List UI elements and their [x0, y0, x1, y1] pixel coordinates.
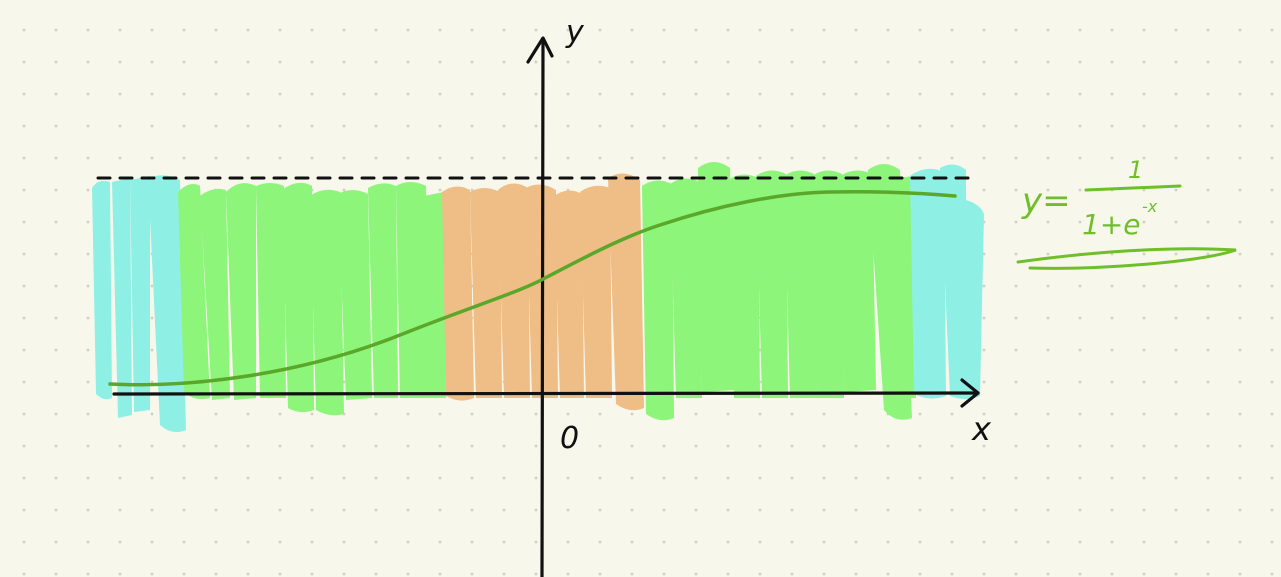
left-linear-region — [178, 182, 446, 416]
formula-numerator: 1 — [1128, 156, 1143, 184]
x-axis — [112, 378, 980, 408]
sigmoid-curve — [108, 189, 957, 387]
sigmoid-formula: y= 1 1+e -x — [1016, 156, 1237, 270]
y-axis-label: y — [565, 15, 585, 50]
left-tail-region — [92, 175, 186, 433]
right-tail-region — [910, 164, 984, 399]
formula-lhs: y= — [1021, 181, 1071, 221]
origin-label: 0 — [560, 421, 579, 456]
formula-denominator-exponent: -x — [1142, 197, 1158, 216]
right-linear-region — [642, 162, 916, 421]
y-axis-arrowhead — [526, 36, 554, 64]
formula-fraction-bar — [1084, 184, 1182, 192]
formula-denominator-base: 1+e — [1082, 208, 1141, 241]
x-axis-label: x — [971, 410, 992, 448]
y-axis — [526, 36, 554, 577]
x-axis-arrowhead — [960, 378, 980, 408]
formula-underline — [1016, 247, 1237, 270]
